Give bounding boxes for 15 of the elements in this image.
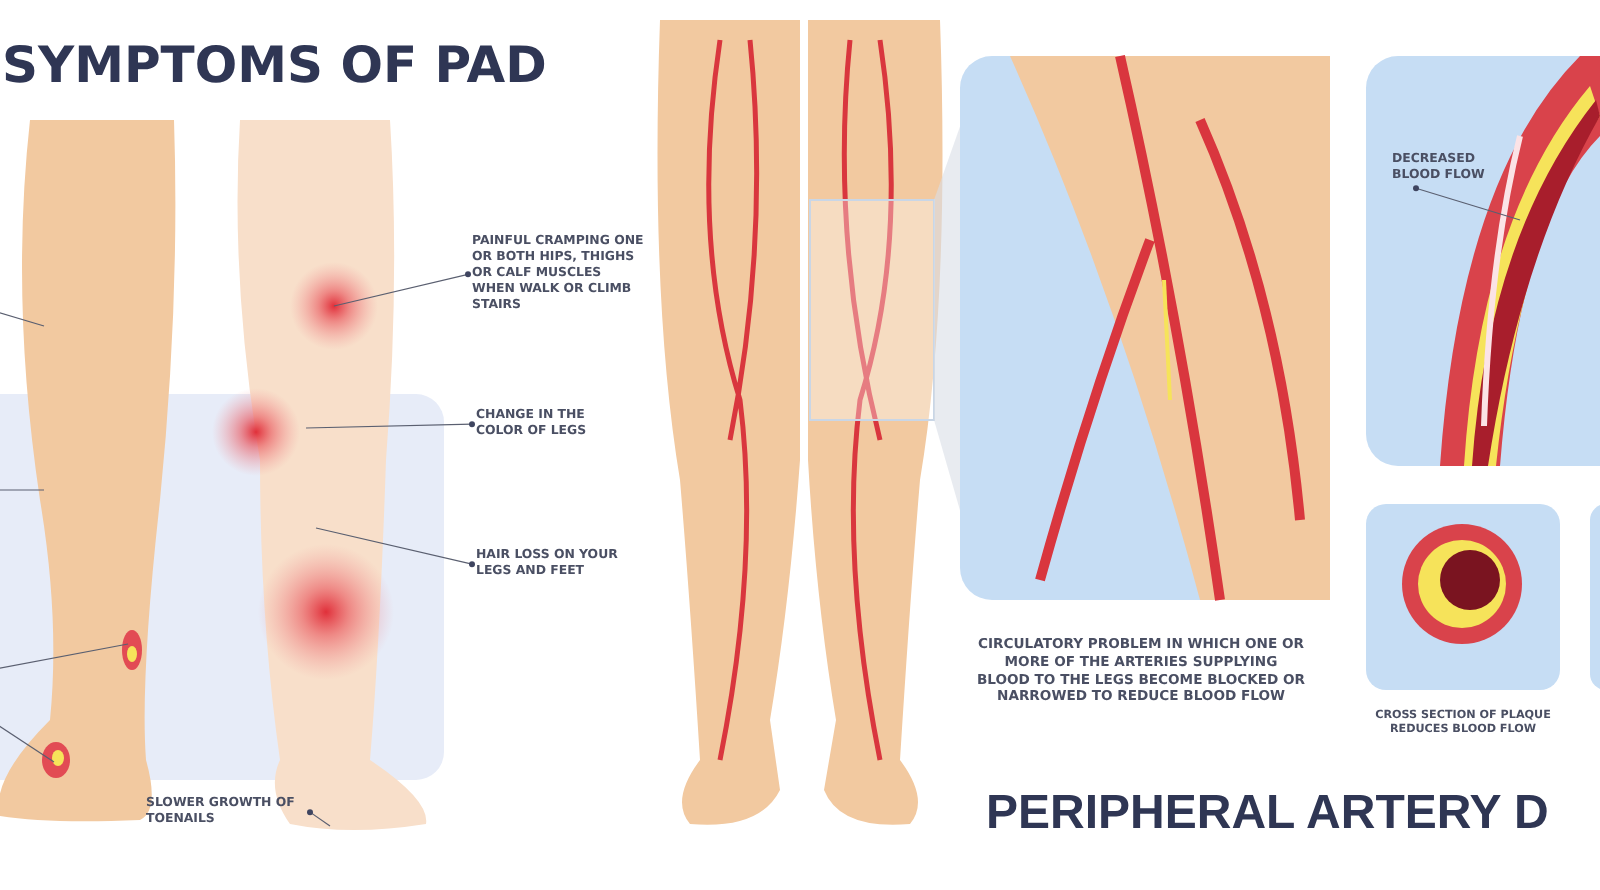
leader-line	[0, 489, 45, 491]
title: SYMPTOMS OF PAD	[2, 36, 547, 94]
pain-spot	[290, 262, 378, 350]
heading: PERIPHERAL ARTERY D	[986, 786, 1551, 842]
leader-line	[315, 527, 475, 568]
leader-line	[1413, 185, 1521, 221]
leader-line	[307, 809, 331, 827]
leader-line	[333, 271, 471, 307]
leader-line	[0, 309, 45, 327]
leader-line	[305, 421, 475, 429]
leader-line	[0, 643, 129, 671]
pain-spot	[258, 544, 394, 680]
ulcer-drawing	[40, 740, 72, 780]
pain-spot	[212, 388, 300, 476]
ulcer-drawing	[120, 628, 144, 672]
